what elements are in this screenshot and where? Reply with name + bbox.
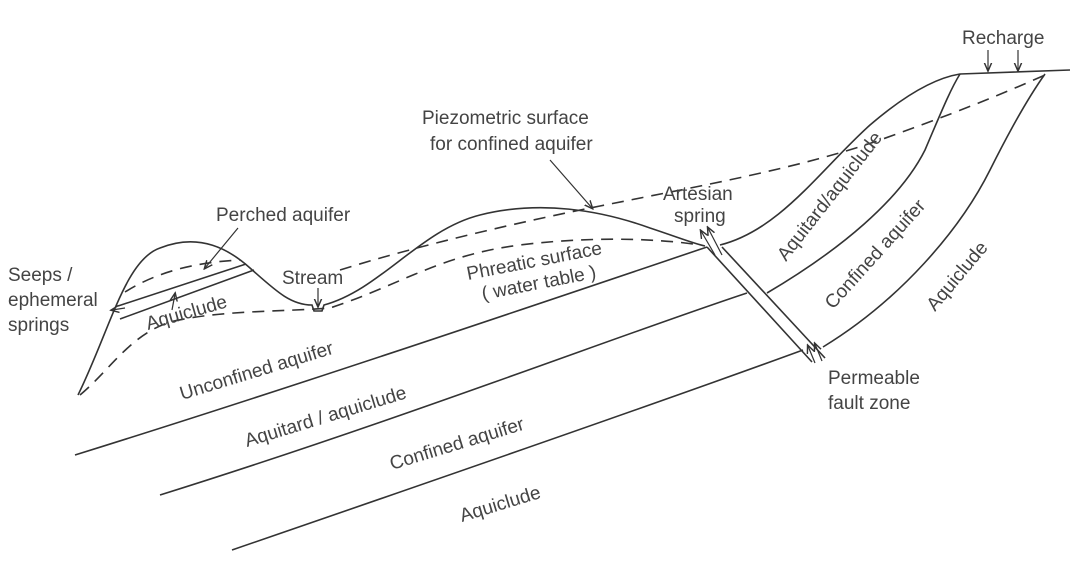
perched-water-table <box>124 259 241 293</box>
piezometric-surface <box>339 74 1046 271</box>
label-perched-aquifer: Perched aquifer <box>216 205 351 226</box>
label-artesian-1: Artesian <box>663 184 733 205</box>
label-confined-left: Confined aquifer <box>387 414 527 475</box>
label-stream: Stream <box>282 268 343 289</box>
label-fault-1: Permeable <box>828 368 920 389</box>
unconfined-aquifer-base <box>74 246 708 456</box>
confined-aquiclude-boundary <box>822 73 1046 348</box>
fault-line-right <box>721 246 826 359</box>
perched-aquifer-top <box>117 263 247 307</box>
label-unconfined-aquifer: Unconfined aquifer <box>177 338 336 405</box>
aquitard-confined-boundary <box>766 73 961 294</box>
label-recharge: Recharge <box>962 28 1044 49</box>
label-aquiclude-bottom: Aquiclude <box>457 482 543 526</box>
label-seeps-1: Seeps / <box>8 265 73 286</box>
perched-aquiclude-base <box>119 269 255 320</box>
label-seeps-2: ephemeral <box>8 290 98 311</box>
label-artesian-2: spring <box>674 206 726 227</box>
ground-surface-right <box>719 69 1071 246</box>
label-seeps-3: springs <box>8 315 69 336</box>
label-fault-2: fault zone <box>828 393 910 414</box>
label-piezometric-1: Piezometric surface <box>422 108 589 129</box>
label-aquiclude-perched: Aquiclude <box>144 292 230 335</box>
label-piezometric-2: for confined aquifer <box>430 134 593 155</box>
confined-aquifer-base <box>231 349 804 551</box>
phreatic-surface <box>79 238 701 396</box>
arrows <box>112 50 1018 364</box>
fault-line-left <box>706 246 813 363</box>
aquitard-base <box>159 292 748 496</box>
ground-surface-left <box>77 206 706 396</box>
label-aquiclude-right: Aquiclude <box>923 238 993 315</box>
